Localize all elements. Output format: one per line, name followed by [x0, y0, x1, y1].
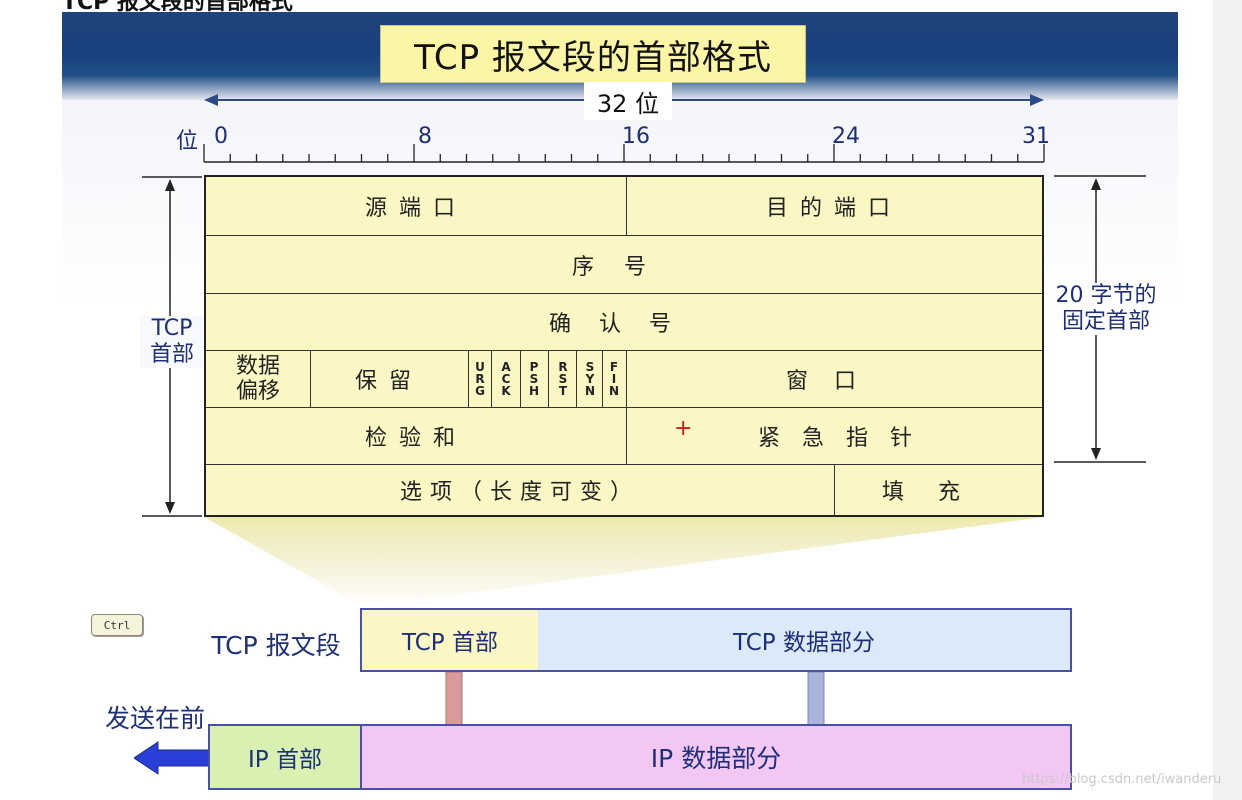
destination-port-field: 目的端口: [765, 196, 902, 221]
plus-mark: +: [674, 416, 693, 441]
right-gutter: [1213, 0, 1242, 800]
header-row-options: 选项（长度可变） 填充: [206, 465, 1042, 515]
width-label: 32 位: [584, 82, 672, 120]
tcp-segment-label: TCP 报文段: [211, 631, 341, 660]
header-row-seq: 序号: [206, 236, 1042, 294]
fixed-header-brace-label: 20 字节的 固定首部: [1048, 283, 1164, 335]
urgent-pointer-field: 紧急指针: [757, 426, 934, 451]
ip-header-block: IP 首部: [210, 726, 362, 788]
slide-title: TCP 报文段的首部格式: [380, 25, 806, 83]
header-row-ports: 源端口 目的端口: [206, 177, 1042, 236]
ruler-tick-label: 16: [622, 124, 650, 149]
ruler-unit-label: 位: [176, 129, 199, 154]
ruler-tick-label: 8: [418, 124, 432, 149]
tcp-data-block: TCP 数据部分: [538, 610, 1070, 670]
tcp-segment-bar: TCP 首部 TCP 数据部分: [360, 608, 1072, 672]
header-row-ack: 确认号: [206, 294, 1042, 351]
window-field: 窗口: [785, 369, 882, 394]
tcp-header-brace-label: TCP 首部: [140, 316, 204, 368]
tcp-header-block: TCP 首部: [362, 610, 538, 670]
padding-field: 填充: [881, 480, 994, 505]
ack-number-field: 确认号: [548, 312, 699, 337]
sequence-number-field: 序号: [571, 254, 676, 280]
watermark: https://blog.csdn.net/iwanderu: [1022, 772, 1222, 787]
reserved-field: 保留: [354, 369, 423, 394]
options-field: 选项（长度可变）: [399, 480, 640, 505]
checksum-field: 检验和: [364, 426, 467, 451]
bit-ruler: [203, 144, 1045, 163]
ruler-tick-label: 0: [214, 124, 228, 149]
header-row-checksum: 检验和 + 紧急指针: [206, 408, 1042, 465]
ruler-tick-label: 31: [1022, 124, 1050, 149]
data-offset-field: 数据 偏移: [235, 354, 280, 404]
ctrl-key-badge: Ctrl: [91, 614, 143, 636]
source-port-field: 源端口: [364, 196, 467, 221]
send-first-label: 发送在前: [104, 704, 205, 733]
top-caption: TCP 报文段的首部格式: [62, 0, 293, 15]
ip-data-block: IP 数据部分: [362, 726, 1070, 788]
ruler-tick-label: 24: [832, 124, 860, 149]
left-arrow-icon: [134, 741, 210, 775]
ip-datagram-bar: IP 首部 IP 数据部分: [208, 724, 1072, 790]
